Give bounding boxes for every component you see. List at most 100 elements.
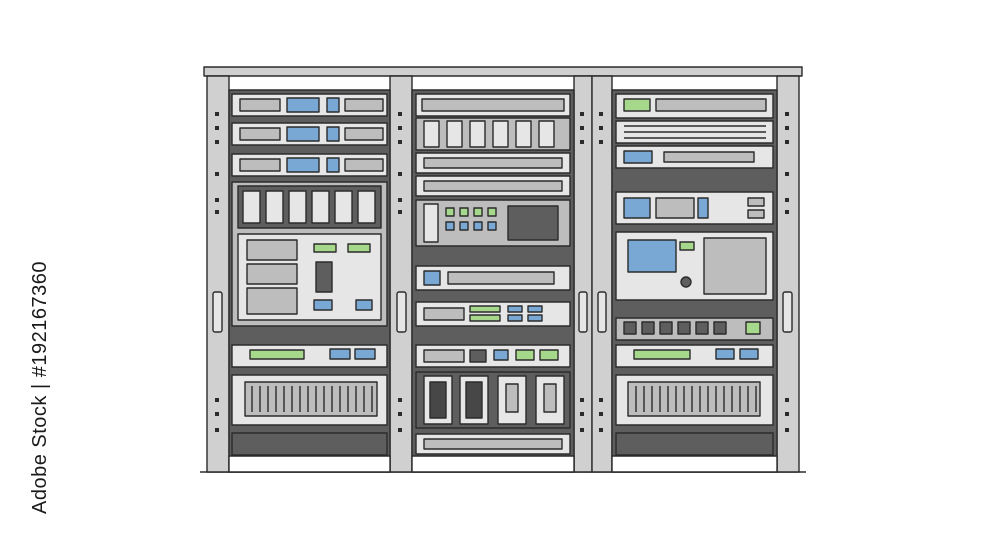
- dial-knob: [680, 276, 692, 288]
- button-panel: [615, 317, 774, 341]
- status-led: [623, 98, 651, 112]
- drive-shelf: [415, 117, 571, 151]
- panel-knob: [315, 261, 333, 293]
- status-led: [347, 243, 371, 253]
- drive-slot: [246, 287, 298, 315]
- post-handles: [212, 291, 793, 333]
- status-led: [539, 349, 559, 361]
- control-unit: [615, 231, 774, 301]
- display-screen: [445, 221, 455, 231]
- panel-button: [713, 321, 727, 335]
- vent-grille: [344, 158, 384, 172]
- vent-grille: [239, 158, 281, 172]
- blank-plate: [231, 432, 388, 456]
- drive-bay: [265, 190, 284, 224]
- status-led: [745, 321, 761, 335]
- network-switch: [231, 344, 388, 368]
- display-screen: [739, 348, 759, 360]
- status-led: [249, 349, 305, 360]
- panel-button: [641, 321, 655, 335]
- rack-right: [611, 89, 778, 473]
- display-screen: [623, 150, 653, 164]
- server-unit: [615, 191, 774, 225]
- stock-id-watermark: Adobe Stock | #192167360: [29, 261, 51, 514]
- vent-grille: [344, 127, 384, 141]
- display-screen: [329, 348, 351, 360]
- rack-base: [228, 455, 391, 473]
- handle-icon: [396, 291, 407, 333]
- patch-panel: [415, 152, 571, 174]
- blank-plate: [415, 433, 571, 455]
- drive-bay: [446, 120, 463, 148]
- display-screen: [487, 221, 497, 231]
- display-screen: [286, 126, 320, 142]
- vent-grille: [655, 98, 767, 112]
- rack-posts: [206, 75, 800, 473]
- display-screen: [527, 305, 543, 313]
- network-switch: [415, 344, 571, 368]
- server-unit: [231, 93, 388, 117]
- status-led: [445, 207, 455, 217]
- network-module: [415, 199, 571, 247]
- display-screen: [527, 314, 543, 322]
- vent-grille: [703, 237, 767, 295]
- display-screen: [507, 314, 523, 322]
- panel-button: [623, 321, 637, 335]
- display-screen: [326, 157, 340, 173]
- vent-grille: [655, 197, 695, 219]
- display-screen: [355, 299, 373, 311]
- rack-middle: [411, 89, 575, 473]
- network-switch: [415, 301, 571, 327]
- vent-grille: [627, 381, 761, 417]
- drive-bay: [423, 120, 440, 148]
- server-unit: [231, 122, 388, 146]
- drive-bay: [538, 120, 555, 148]
- vent-panel: [615, 374, 774, 426]
- rack-base: [611, 455, 778, 473]
- drive-slot: [246, 263, 298, 285]
- status-led: [633, 349, 691, 360]
- panel-button: [659, 321, 673, 335]
- drive-bay: [242, 190, 261, 224]
- display-screen: [473, 221, 483, 231]
- vent-panel: [231, 374, 388, 426]
- vent-grille: [239, 127, 281, 141]
- handle-icon: [782, 291, 793, 333]
- panel-knob: [469, 349, 487, 363]
- status-led: [313, 243, 337, 253]
- vent-grille: [239, 98, 281, 112]
- drive-bay: [357, 190, 376, 224]
- network-switch: [415, 265, 571, 291]
- storage-array: [231, 181, 388, 327]
- patch-panel: [415, 175, 571, 197]
- server-unit: [231, 153, 388, 177]
- handle-icon: [597, 291, 607, 333]
- drive-bay: [515, 120, 532, 148]
- drive-bay: [334, 190, 353, 224]
- status-led: [473, 207, 483, 217]
- network-switch: [615, 344, 774, 368]
- vent-grille: [244, 381, 378, 417]
- mounting-holes: [215, 112, 789, 432]
- status-led: [469, 314, 501, 322]
- handle-icon: [578, 291, 588, 333]
- display-screen: [326, 97, 340, 113]
- handle-icon: [212, 291, 223, 333]
- drive-bay: [492, 120, 509, 148]
- status-led: [679, 241, 695, 251]
- display-screen: [423, 270, 441, 286]
- status-led: [487, 207, 497, 217]
- display-screen: [493, 349, 509, 361]
- display-screen: [697, 197, 709, 219]
- display-screen: [286, 97, 320, 113]
- vent-grille: [507, 205, 559, 241]
- server-unit: [615, 93, 774, 119]
- display-screen: [313, 299, 333, 311]
- drive-bay: [288, 190, 307, 224]
- blank-plate: [615, 432, 774, 456]
- power-supply-shelf: [415, 371, 571, 429]
- rack-top-cap: [203, 66, 803, 77]
- drive-bay: [469, 120, 486, 148]
- status-led: [459, 207, 469, 217]
